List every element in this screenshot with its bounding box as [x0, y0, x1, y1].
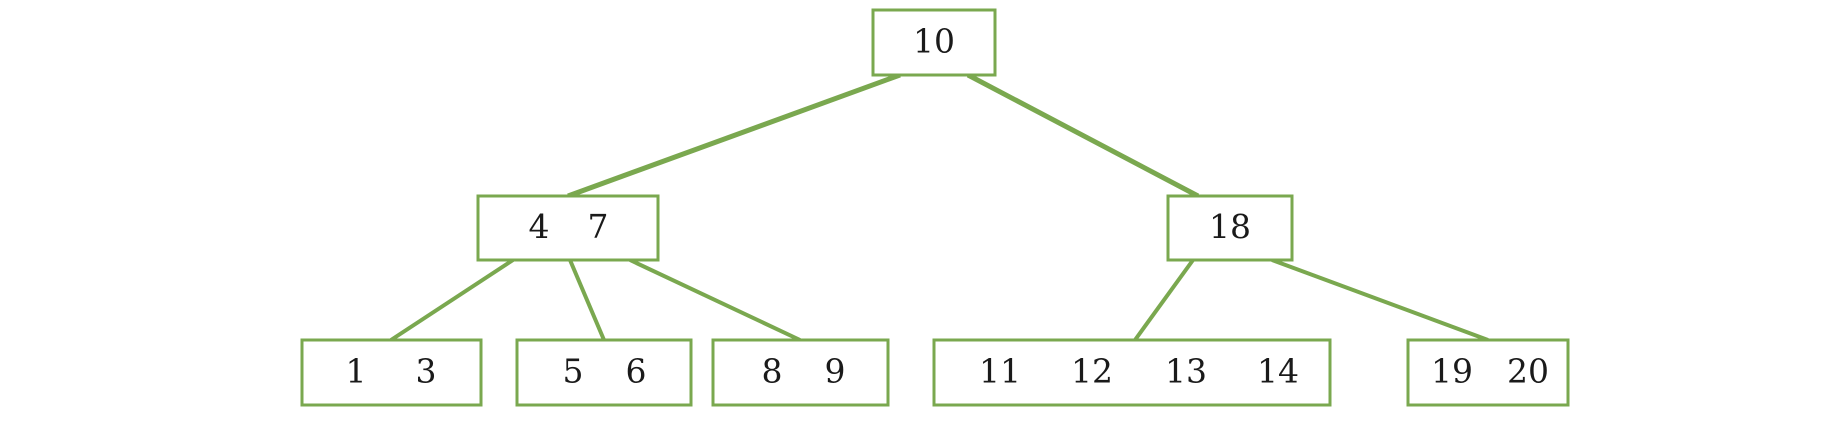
node-internal-right-keys: 18 [1209, 207, 1251, 246]
edge-group [389, 72, 1489, 342]
node-internal-right-box[interactable] [1166, 194, 1294, 262]
node-root-keys: 10 [913, 22, 955, 61]
node-leaf-4-box[interactable] [932, 338, 1332, 407]
node-root[interactable]: 10 [871, 8, 997, 77]
edge-internal-left-to-leaf-1 [389, 258, 515, 342]
node-leaf-3-box[interactable] [711, 338, 890, 407]
edge-internal-left-to-leaf-3 [629, 258, 801, 342]
node-leaf-2-box[interactable] [515, 338, 693, 407]
node-root-box[interactable] [871, 8, 997, 77]
edge-internal-left-to-leaf-2 [568, 259, 606, 341]
node-leaf-1-box[interactable] [300, 338, 483, 407]
edge-internal-right-to-leaf-4 [1133, 258, 1195, 342]
edge-internal-right-to-leaf-5 [1271, 258, 1489, 342]
node-internal-right[interactable]: 18 [1166, 194, 1294, 262]
node-leaf-5-box[interactable] [1406, 338, 1570, 407]
edge-root-to-internal-right [966, 72, 1200, 199]
node-internal-left-box[interactable] [476, 194, 660, 262]
edge-root-to-internal-left [567, 72, 901, 199]
